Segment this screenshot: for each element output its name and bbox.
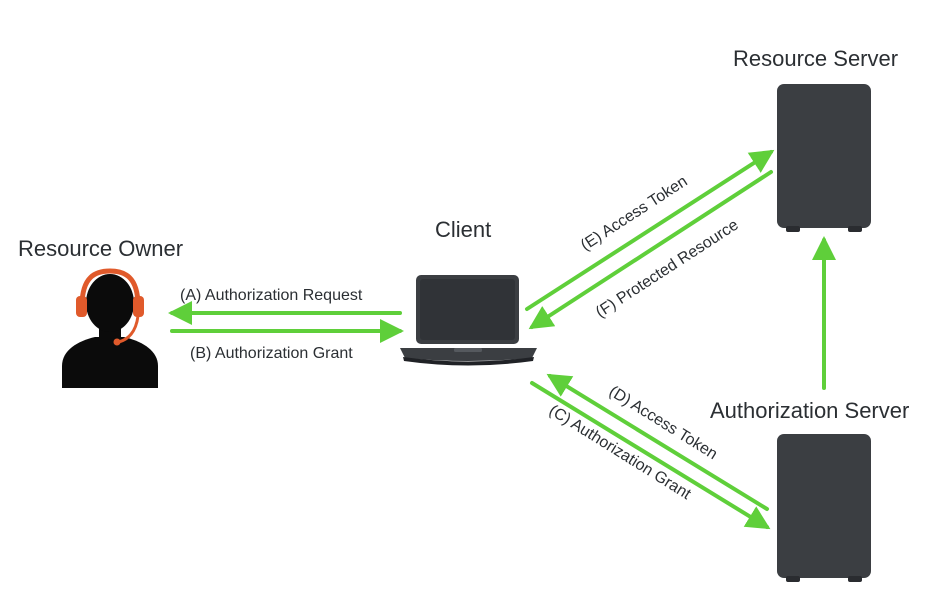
headset-user-icon — [62, 268, 158, 388]
laptop-icon — [400, 275, 537, 366]
arrow-d-access-token — [546, 373, 769, 511]
resource-server-title: Resource Server — [733, 46, 898, 71]
arrow-f-protected-resource — [528, 170, 773, 330]
authorization-server-icon — [777, 434, 871, 582]
client-title: Client — [435, 217, 491, 242]
resource-server-icon — [777, 84, 871, 232]
label-a: (A) Authorization Request — [180, 287, 363, 304]
authorization-server-title: Authorization Server — [710, 398, 909, 423]
label-b: (B) Authorization Grant — [190, 345, 353, 362]
resource-owner-title: Resource Owner — [18, 236, 183, 261]
arrow-e-access-token — [525, 149, 775, 311]
arrow-c-authorization-grant — [530, 381, 771, 530]
